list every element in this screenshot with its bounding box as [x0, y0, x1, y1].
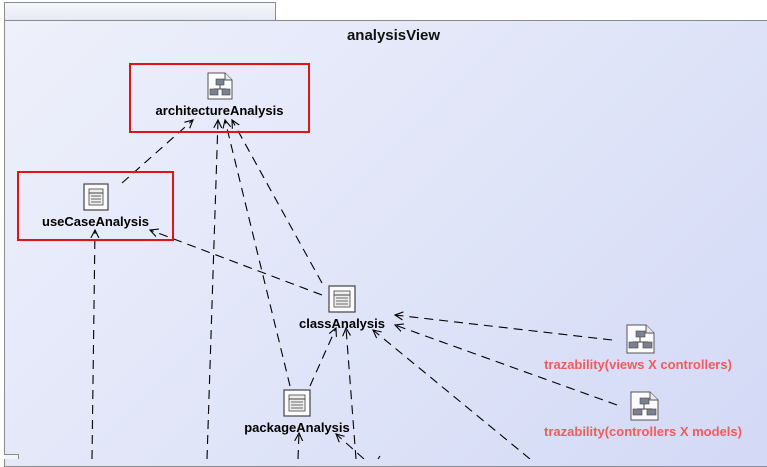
- class-diagram-icon: [328, 285, 356, 313]
- node-class-analysis[interactable]: classAnalysis: [286, 284, 398, 331]
- package-diagram-icon: [626, 324, 655, 354]
- package-diagram-icon: [630, 391, 659, 421]
- node-package-analysis[interactable]: packageAnalysis: [233, 388, 361, 435]
- package-diagram-icon: [207, 72, 232, 100]
- node-trazability-views-controllers[interactable]: trazability(views X controllers): [520, 323, 756, 373]
- node-label: packageAnalysis: [244, 420, 350, 435]
- edge-bottom-to-architecture: [206, 120, 218, 459]
- node-trazability-controllers-models[interactable]: trazability(controllers X models): [520, 390, 766, 440]
- edge-bottom-right-to-class: [373, 330, 531, 459]
- edge-traz1-to-class: [395, 315, 613, 341]
- edge-bottom-to-class: [346, 328, 357, 459]
- edge-package-to-architecture: [225, 120, 291, 387]
- edge-bottom-to-package: [298, 433, 299, 459]
- edge-bottom-right-to-package: [336, 434, 365, 459]
- node-use-case-analysis[interactable]: useCaseAnalysis: [17, 171, 174, 241]
- class-diagram-icon: [82, 183, 109, 211]
- node-architecture-analysis[interactable]: architectureAnalysis: [129, 63, 310, 133]
- node-label: classAnalysis: [298, 316, 385, 331]
- frame-corner-handle[interactable]: [4, 454, 19, 459]
- diagram-title: analysisView: [346, 27, 441, 44]
- edge-class-to-usecase: [150, 230, 323, 296]
- edge-traz2-to-class: [395, 325, 618, 406]
- node-label: architectureAnalysis: [155, 103, 284, 118]
- node-label: trazability(views X controllers): [544, 357, 732, 372]
- edge-package-to-class: [309, 328, 336, 387]
- diagram-tab[interactable]: [4, 2, 276, 21]
- edge-bottom-to-usecase: [92, 230, 95, 459]
- node-label: trazability(controllers X models): [544, 424, 742, 439]
- node-label: useCaseAnalysis: [42, 214, 149, 229]
- class-diagram-icon: [283, 389, 311, 417]
- edge-class-to-architecture: [232, 120, 323, 284]
